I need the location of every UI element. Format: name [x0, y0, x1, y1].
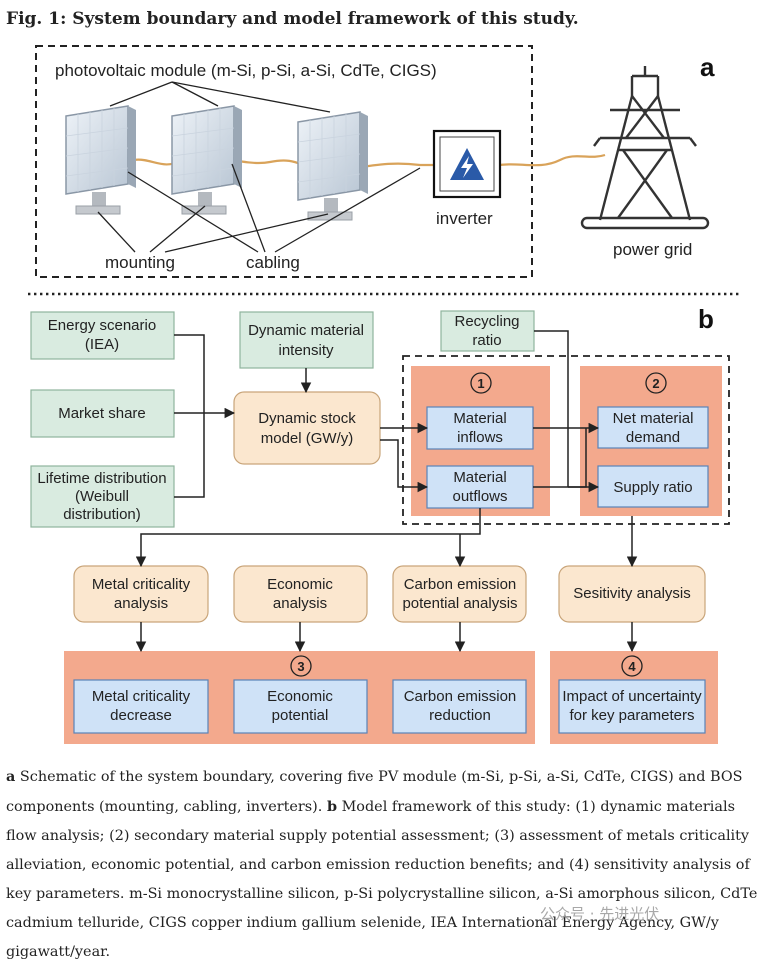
- flow-boundary: [402, 355, 730, 525]
- svg-text:(IEA): (IEA): [85, 336, 119, 353]
- svg-text:Economic: Economic: [267, 688, 333, 705]
- svg-text:potential analysis: potential analysis: [402, 595, 517, 612]
- solar-panel-icon: [171, 105, 242, 215]
- svg-text:Material: Material: [453, 410, 506, 427]
- svg-text:4: 4: [628, 659, 636, 674]
- group4: 4 Impact of uncertainty for key paramete…: [558, 655, 706, 734]
- power-tower-icon: [580, 66, 710, 230]
- group1: 1 Material inflows Material outflows: [426, 372, 534, 509]
- input-dynamic-material-intensity: Dynamic material intensity: [239, 311, 374, 369]
- watermark: 公众号 · 先进光伏: [540, 905, 660, 923]
- svg-text:Metal criticality: Metal criticality: [92, 688, 191, 705]
- svg-text:analysis: analysis: [273, 595, 327, 612]
- net-material-demand: [597, 406, 709, 449]
- input-energy-scenario: Energy scenario (IEA): [30, 311, 175, 360]
- group3: 3 Metal criticality decrease Economic po…: [73, 655, 527, 734]
- svg-text:1: 1: [477, 376, 484, 391]
- cable-line: [117, 153, 434, 172]
- panel-a: a photovoltaic module (m-Si, p-Si, a-Si,…: [35, 45, 715, 278]
- panel-a-label: a: [700, 52, 715, 82]
- svg-text:Lifetime distribution: Lifetime distribution: [37, 470, 166, 487]
- module-label: photovoltaic module (m-Si, p-Si, a-Si, C…: [55, 61, 437, 80]
- panel-b: b Energy scenario (IEA) Dynamic material…: [30, 304, 730, 744]
- sensitivity-analysis: Sesitivity analysis: [558, 565, 706, 623]
- solar-panel-icon: [297, 111, 368, 221]
- carbon-emission-reduction: [392, 679, 527, 734]
- inverter-label: inverter: [436, 209, 493, 228]
- svg-text:analysis: analysis: [114, 595, 168, 612]
- svg-text:Recycling: Recycling: [454, 313, 519, 330]
- metal-criticality-decrease: [73, 679, 209, 734]
- impact-of-uncertainty: [558, 679, 706, 734]
- figure-title: Fig. 1: System boundary and model framew…: [6, 9, 579, 29]
- mounting-label: mounting: [105, 253, 175, 272]
- dynamic-stock-model: Dynamic stock model (GW/y): [233, 391, 381, 465]
- svg-text:Metal criticality: Metal criticality: [92, 576, 191, 593]
- svg-text:demand: demand: [626, 429, 680, 446]
- svg-text:reduction: reduction: [429, 707, 491, 724]
- svg-text:Dynamic stock: Dynamic stock: [258, 410, 356, 427]
- power-grid-label: power grid: [613, 240, 692, 259]
- caption-b-label: b: [326, 798, 337, 815]
- caption-a-text: Schematic of the system boundary, coveri…: [6, 769, 743, 815]
- svg-text:distribution): distribution): [63, 506, 141, 523]
- svg-text:outflows: outflows: [452, 488, 507, 505]
- input-lifetime-distribution: Lifetime distribution (Weibull distribut…: [30, 465, 175, 528]
- svg-text:potential: potential: [272, 707, 329, 724]
- svg-text:for key parameters: for key parameters: [569, 707, 694, 724]
- svg-text:3: 3: [297, 659, 304, 674]
- caption-a-label: a: [6, 768, 16, 785]
- svg-text:ratio: ratio: [472, 332, 501, 349]
- carbon-emission-analysis: Carbon emission potential analysis: [392, 565, 527, 623]
- svg-text:Energy scenario: Energy scenario: [48, 317, 156, 334]
- economic-potential: [233, 679, 368, 734]
- cabling-label: cabling: [246, 253, 300, 272]
- svg-text:Dynamic material: Dynamic material: [248, 322, 364, 339]
- metal-criticality-analysis: Metal criticality analysis: [73, 565, 209, 623]
- figure-caption: a Schematic of the system boundary, cove…: [6, 762, 764, 967]
- svg-text:intensity: intensity: [278, 342, 334, 359]
- caption-b-text: Model framework of this study: (1) dynam…: [6, 799, 758, 960]
- panel-b-label: b: [698, 304, 714, 334]
- input-market-share: Market share: [30, 389, 175, 438]
- svg-text:Supply ratio: Supply ratio: [613, 479, 692, 496]
- group2: 2 Net material demand Supply ratio: [597, 372, 709, 508]
- solar-panel-icon: [65, 105, 136, 215]
- svg-text:Carbon emission: Carbon emission: [404, 576, 517, 593]
- svg-text:(Weibull: (Weibull: [75, 488, 129, 505]
- svg-text:decrease: decrease: [110, 707, 172, 724]
- svg-text:Sesitivity analysis: Sesitivity analysis: [573, 585, 691, 602]
- supply-ratio: [597, 465, 709, 508]
- input-recycling-ratio: Recycling ratio: [440, 310, 535, 352]
- svg-text:Material: Material: [453, 469, 506, 486]
- svg-text:Net material: Net material: [613, 410, 694, 427]
- inverter-icon: [432, 129, 502, 199]
- svg-text:Impact of uncertainty: Impact of uncertainty: [562, 688, 702, 705]
- svg-text:inflows: inflows: [457, 429, 503, 446]
- svg-text:Market share: Market share: [58, 405, 146, 422]
- economic-analysis: Economic analysis: [233, 565, 368, 623]
- panel-a-boundary: [35, 45, 533, 278]
- svg-text:2: 2: [652, 376, 659, 391]
- figure-diagram: a photovoltaic module (m-Si, p-Si, a-Si,…: [28, 45, 740, 744]
- svg-text:model (GW/y): model (GW/y): [261, 430, 354, 447]
- svg-text:Carbon emission: Carbon emission: [404, 688, 517, 705]
- svg-text:Economic: Economic: [267, 576, 333, 593]
